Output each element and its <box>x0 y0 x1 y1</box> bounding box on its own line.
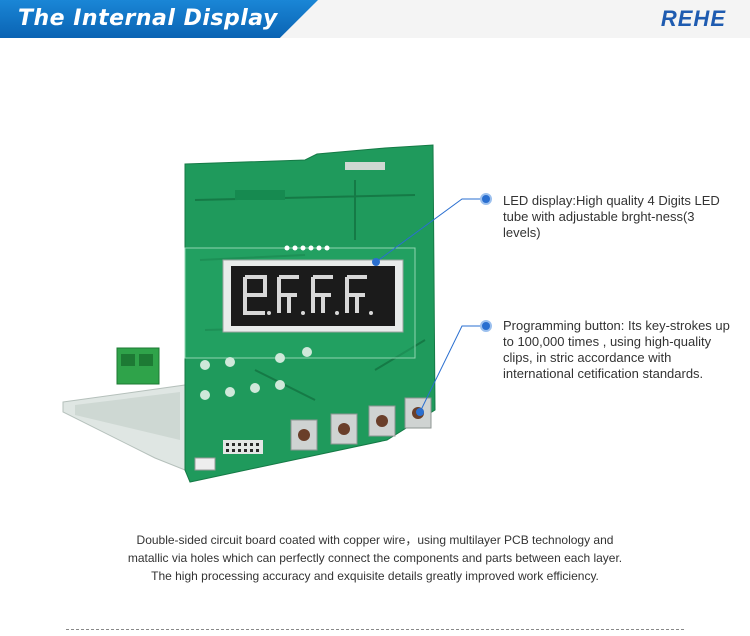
description-line-2: matallic via holes which can perfectly c… <box>127 551 623 565</box>
title-banner: The Internal Display <box>0 0 318 38</box>
description-block: Double-sided circuit board coated with c… <box>60 531 690 585</box>
brand-logo: REHE <box>660 6 726 31</box>
pin-header <box>223 440 263 454</box>
header-bar: The Internal Display REHE <box>0 0 750 38</box>
programming-button-callout: Programming button: Its key-strokes up t… <box>503 318 730 381</box>
push-buttons <box>290 397 432 451</box>
circuit-board-image <box>62 144 436 483</box>
bottom-divider <box>66 629 684 630</box>
description-line-1: Double-sided circuit board coated with c… <box>136 533 614 547</box>
led-digits <box>243 275 367 315</box>
description-line-3: The high processing accuracy and exquisi… <box>151 569 599 583</box>
page-title: The Internal Display <box>18 6 278 31</box>
led-display-callout: LED display:High quality 4 Digits LED tu… <box>503 193 720 240</box>
